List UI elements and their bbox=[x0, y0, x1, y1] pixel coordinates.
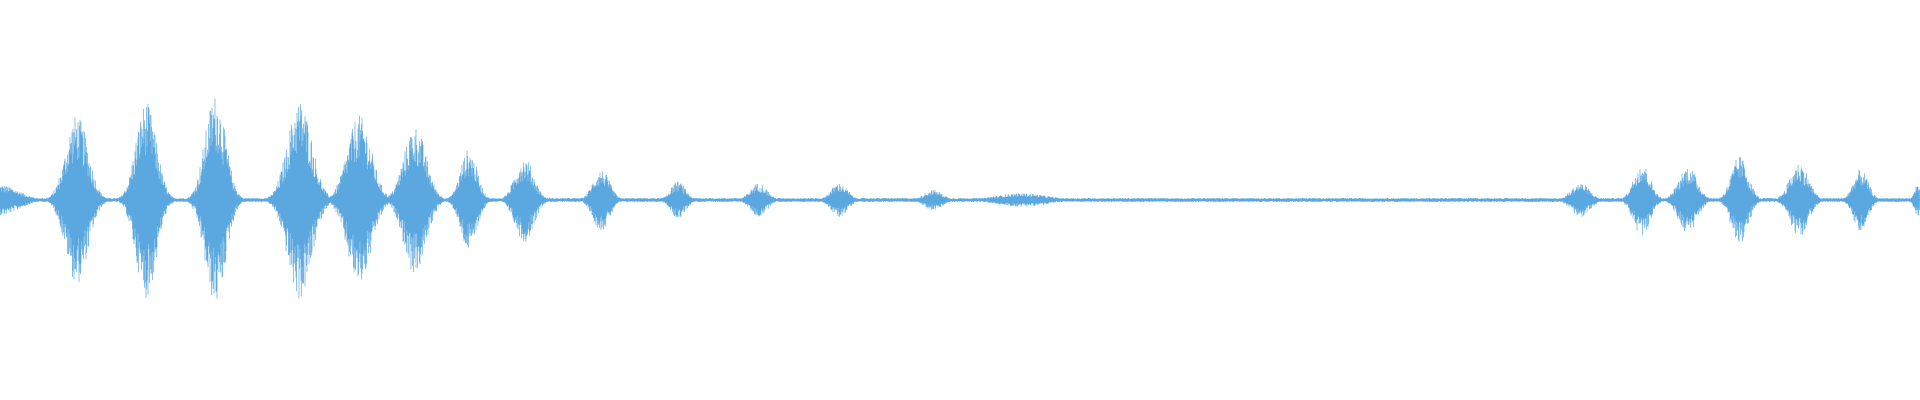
waveform-trace bbox=[0, 98, 1920, 299]
